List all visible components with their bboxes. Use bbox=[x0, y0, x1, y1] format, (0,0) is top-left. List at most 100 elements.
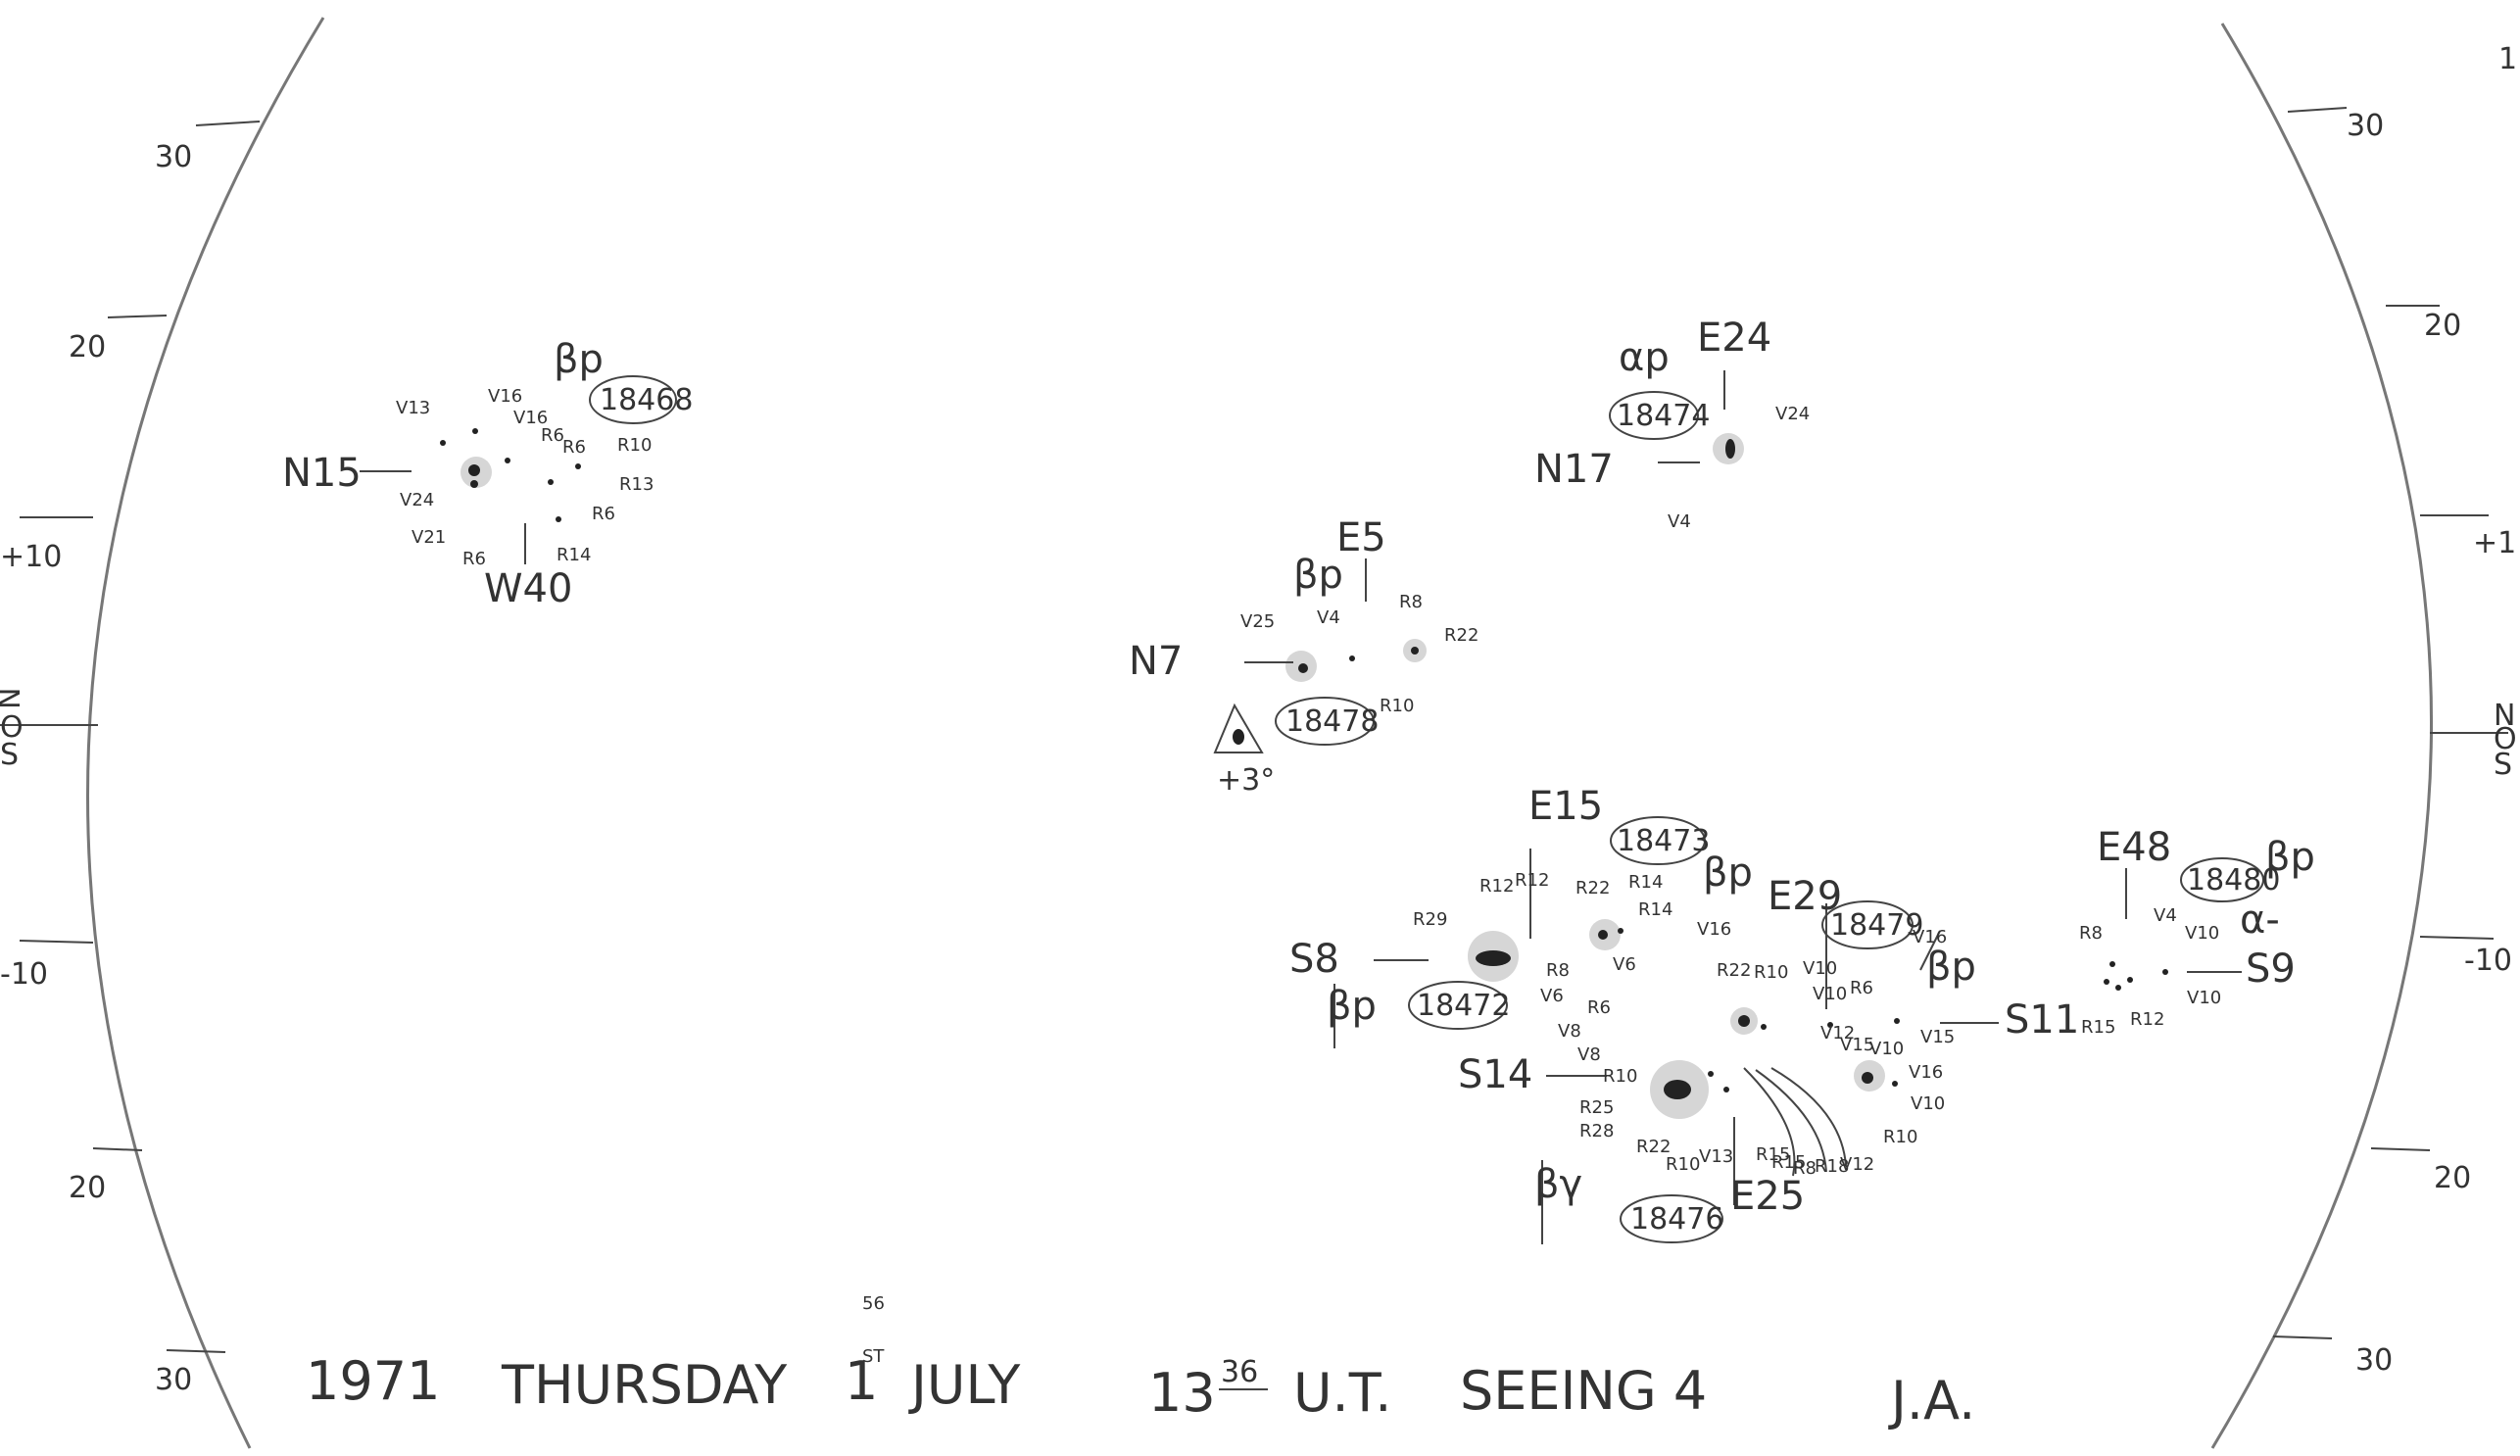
spot-label: R10 bbox=[1754, 962, 1788, 983]
lat-label-right-30n: 30 bbox=[2347, 109, 2384, 143]
sunspot-region-18468: 18468 βp N15 W40 V13 V16 V16 R6 R6 R10 R… bbox=[282, 337, 693, 611]
spot-label: V24 bbox=[400, 490, 434, 510]
region-class: βp bbox=[1703, 850, 1753, 896]
lat-label-left-20s: 20 bbox=[69, 1171, 106, 1205]
spot-label: V16 bbox=[1913, 927, 1947, 947]
spot-label: V13 bbox=[396, 398, 430, 418]
spot-label: V13 bbox=[1699, 1146, 1733, 1167]
region-class: βp bbox=[1293, 553, 1343, 598]
region-class: βγ bbox=[1534, 1162, 1582, 1207]
spot-label: R10 bbox=[1603, 1066, 1637, 1087]
lat-label-right-10s: -10 bbox=[2464, 944, 2512, 978]
lat-label-right-o: O bbox=[2494, 722, 2517, 756]
caption-day-superscript: 56 bbox=[862, 1293, 885, 1314]
caption-hour: 13 bbox=[1148, 1362, 1216, 1424]
spot-label: R22 bbox=[1717, 960, 1751, 981]
caption-year: 1971 bbox=[306, 1350, 440, 1412]
lat-label-right-s: S bbox=[2494, 748, 2512, 782]
spot-label: R12 bbox=[1515, 870, 1549, 891]
flare-triangle-icon bbox=[1213, 703, 1264, 753]
spot-label: V24 bbox=[1775, 404, 1810, 424]
caption-observer: J.A. bbox=[1888, 1370, 1975, 1432]
region-class: βp bbox=[554, 337, 604, 382]
caption-day-suffix: ST bbox=[862, 1346, 885, 1367]
spot-label: V10 bbox=[2185, 923, 2219, 944]
spot-label: R6 bbox=[1850, 978, 1873, 998]
spot-label: R6 bbox=[592, 504, 615, 524]
latitude-scale-right: 30 20 +1 N O S -10 20 30 1 bbox=[2272, 42, 2517, 1378]
region-number: 18468 bbox=[600, 383, 693, 417]
region-latitude: N7 bbox=[1129, 639, 1183, 684]
region-longitude: E15 bbox=[1528, 784, 1603, 829]
spot-label: R6 bbox=[541, 425, 564, 446]
spot-label: R15 bbox=[1771, 1152, 1806, 1173]
lat-label-right-20s: 20 bbox=[2434, 1161, 2471, 1195]
region-number: 18476 bbox=[1630, 1202, 1723, 1237]
spot-label: V4 bbox=[2154, 905, 2177, 926]
region-number: 18472 bbox=[1417, 989, 1510, 1023]
flare-note: +3° bbox=[1217, 763, 1275, 798]
solar-limb-right bbox=[2210, 23, 2433, 1449]
spot-label: R12 bbox=[1479, 876, 1514, 897]
spot-label: R15 bbox=[2081, 1017, 2115, 1038]
sunspot-region-18476: 18476 βγ E25 S14 R10 R25 R28 R22 R10 V13… bbox=[1458, 1007, 1874, 1244]
spot-label: R22 bbox=[1444, 625, 1478, 646]
lat-label-right-20n: 20 bbox=[2424, 309, 2461, 343]
lat-label-left-s: S bbox=[0, 738, 19, 772]
latitude-scale-left: 30 20 +10 N O S -10 20 30 bbox=[0, 121, 261, 1397]
caption-minutes: 36 bbox=[1221, 1355, 1258, 1389]
caption-time-unit: U.T. bbox=[1293, 1362, 1391, 1424]
region-longitude: E5 bbox=[1336, 515, 1386, 560]
lat-label-right-30s: 30 bbox=[2355, 1343, 2393, 1378]
spot-label: R8 bbox=[1546, 960, 1570, 981]
solar-limb-left bbox=[86, 17, 325, 1449]
spot-label: R10 bbox=[1666, 1154, 1700, 1175]
spot-label: R6 bbox=[562, 437, 586, 458]
spot-label: V16 bbox=[1909, 1062, 1943, 1083]
spot-label: R15 bbox=[1756, 1144, 1790, 1165]
spot-label: V4 bbox=[1668, 511, 1691, 532]
region-class: βp bbox=[2265, 835, 2315, 880]
region-number: 18480 bbox=[2187, 863, 2280, 898]
spot-label: V6 bbox=[1540, 986, 1564, 1006]
spot-label: V8 bbox=[1558, 1021, 1581, 1042]
lat-label-left-10n: +10 bbox=[0, 540, 62, 574]
region-class: βp bbox=[1327, 984, 1377, 1029]
region-latitude: S11 bbox=[2005, 997, 2079, 1043]
sunspot-region-18473: 18473 βp E15 R22 R14 R14 R12 R12 V16 R22… bbox=[1479, 784, 1788, 983]
spot-label: V25 bbox=[1240, 611, 1275, 632]
spot-label: R14 bbox=[1638, 899, 1672, 920]
spot-label: V4 bbox=[1317, 607, 1340, 628]
sunspot-region-18472: 18472 βp S8 R29 R8 V6 V8 R6 V6 V8 bbox=[1289, 909, 1636, 1065]
spot-label: R8 bbox=[1793, 1158, 1817, 1179]
caption-weekday: THURSDAY bbox=[501, 1354, 788, 1416]
spot-label: R12 bbox=[2130, 1009, 2164, 1030]
region-number: 18478 bbox=[1285, 704, 1379, 739]
spot-label: V10 bbox=[1869, 1039, 1904, 1059]
sunspot-region-18479: 18479 βp E29 S11 V10 V10 R6 V16 V15 V12 … bbox=[1768, 874, 2079, 1147]
caption-day: 1 bbox=[845, 1350, 878, 1412]
spot-label: V16 bbox=[488, 386, 522, 407]
spot-label: V16 bbox=[1697, 919, 1731, 940]
spot-label: V8 bbox=[1577, 1044, 1601, 1065]
lat-label-left-n: N bbox=[0, 688, 27, 709]
sunspot-region-18474: 18474 αp N17 E24 V24 V4 bbox=[1534, 315, 1810, 532]
spot-label: V12 bbox=[1840, 1154, 1874, 1175]
spot-label: R22 bbox=[1636, 1137, 1671, 1157]
region-longitude: E24 bbox=[1697, 315, 1771, 361]
region-latitude: N15 bbox=[282, 451, 362, 496]
lat-label-left-30n: 30 bbox=[155, 140, 192, 174]
region-longitude: W40 bbox=[484, 566, 572, 611]
caption-month: JULY bbox=[908, 1354, 1021, 1416]
spot-label: R28 bbox=[1579, 1121, 1614, 1141]
spot-label: R8 bbox=[1399, 592, 1423, 612]
lat-label-left-o: O bbox=[0, 710, 24, 745]
region-longitude: E48 bbox=[2097, 825, 2171, 870]
region-number: 18474 bbox=[1617, 399, 1710, 433]
lat-label-left-30s: 30 bbox=[155, 1363, 192, 1397]
spot-label: R18 bbox=[1815, 1156, 1849, 1177]
spot-label: R22 bbox=[1575, 878, 1610, 898]
spot-label: R14 bbox=[1628, 872, 1663, 893]
spot-label: V12 bbox=[1820, 1023, 1855, 1043]
spot-label: R6 bbox=[1587, 997, 1611, 1018]
